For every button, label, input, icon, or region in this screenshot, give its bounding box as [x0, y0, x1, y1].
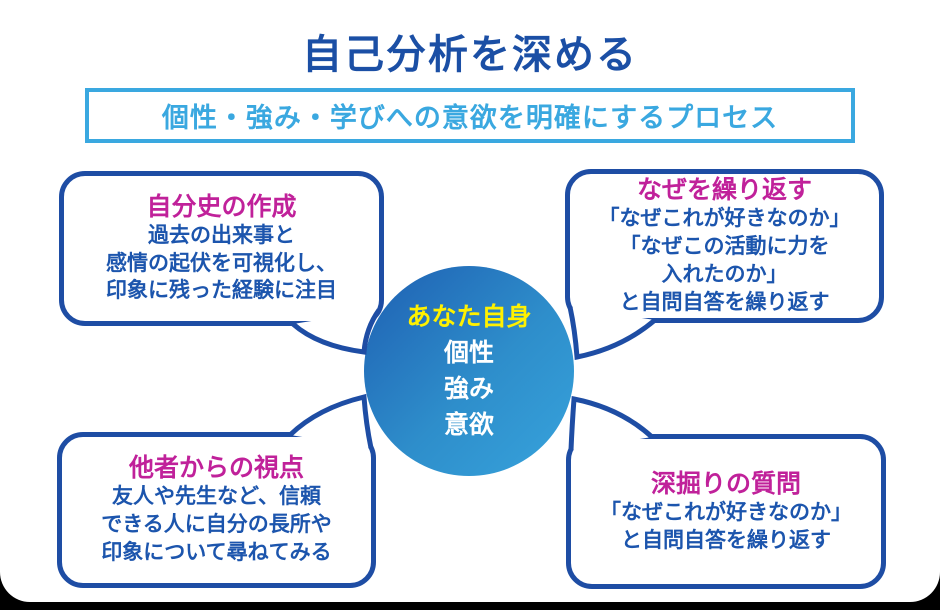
subtitle-box: 個性・強み・学びへの意欲を明確にするプロセス — [85, 88, 855, 143]
bubble-repeat-why: なぜを繰り返す 「なぜこれが好きなのか」 「なぜこの活動に力を 入れたのか」 と… — [565, 169, 884, 323]
bubble-self-history: 自分史の作成 過去の出来事と 感情の起伏を可視化し、 印象に残った経験に注目 — [59, 171, 384, 326]
bubble-deep-questions-title: 深掘りの質問 — [650, 469, 801, 498]
bubble-self-history-body: 過去の出来事と 感情の起伏を可視化し、 印象に残った経験に注目 — [106, 223, 337, 303]
bubble-others-perspective-body: 友人や先生など、信頼 できる人に自分の長所や 印象について尋ねてみる — [101, 485, 332, 564]
bubble-others-perspective: 他者からの視点 友人や先生など、信頼 できる人に自分の長所や 印象について尋ねて… — [57, 432, 376, 588]
bubble-others-perspective-title: 他者からの視点 — [128, 454, 304, 483]
bubble-repeat-why-title: なぜを繰り返す — [636, 176, 812, 205]
circle-item-personality: 個性 — [443, 338, 494, 367]
page-title: 自己分析を深める — [302, 33, 638, 77]
circle-heading: あなた自身 — [406, 302, 532, 331]
circle-item-strengths: 強み — [443, 375, 494, 403]
bubble-deep-questions: 深掘りの質問 「なぜこれが好きなのか」 と自問自答を繰り返す — [566, 434, 886, 589]
bubble-deep-questions-body: 「なぜこれが好きなのか」 と自問自答を繰り返す — [600, 500, 852, 552]
bubble-self-history-title: 自分史の作成 — [146, 192, 297, 221]
center-circle: あなた自身 個性 強み 意欲 — [364, 266, 574, 476]
subtitle-text: 個性・強み・学びへの意欲を明確にするプロセス — [161, 103, 779, 133]
circle-item-motivation: 意欲 — [443, 411, 494, 440]
bubble-repeat-why-body: 「なぜこれが好きなのか」 「なぜこの活動に力を 入れたのか」 と自問自答を繰り返… — [598, 207, 851, 314]
